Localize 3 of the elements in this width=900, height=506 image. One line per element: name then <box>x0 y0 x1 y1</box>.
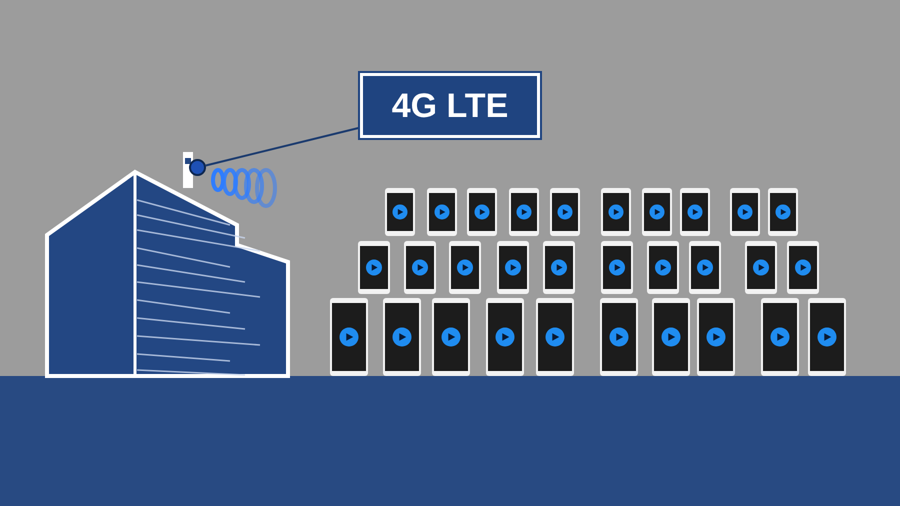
leader-line <box>206 126 360 166</box>
label-box <box>360 73 540 138</box>
network-label: 4G LTE <box>392 88 508 122</box>
